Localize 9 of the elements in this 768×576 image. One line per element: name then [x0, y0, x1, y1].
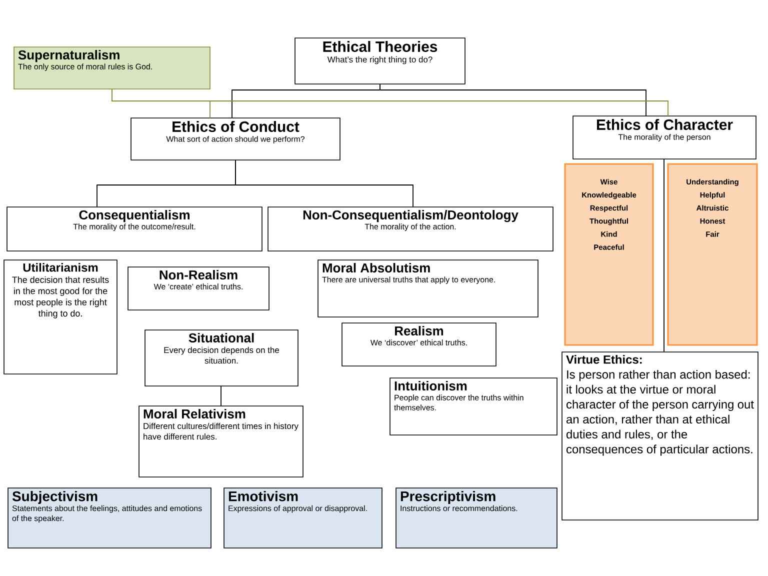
- connector-line: [220, 386, 222, 406]
- connector-line: [380, 84, 646, 116]
- theory-box: Virtue Ethics: Is person rather than action based: it looks at the virtue or moral character of the person carrying out an action, rather than at ethical duties and rules, or the consequences of particular actions.: [562, 352, 758, 520]
- connector-line: [235, 160, 414, 208]
- theory-box: Situational Every decision depends on the situation.: [144, 330, 298, 386]
- theory-box: Ethical Theories What’s the right thing to do?: [294, 38, 466, 84]
- connector-line: [112, 88, 668, 116]
- theory-box: Utilitarianism The decision that results in the most good for the most people is the right thing to do.: [4, 260, 118, 374]
- theory-box: Moral Relativism Different cultures/different times in history have different rules.: [138, 406, 304, 478]
